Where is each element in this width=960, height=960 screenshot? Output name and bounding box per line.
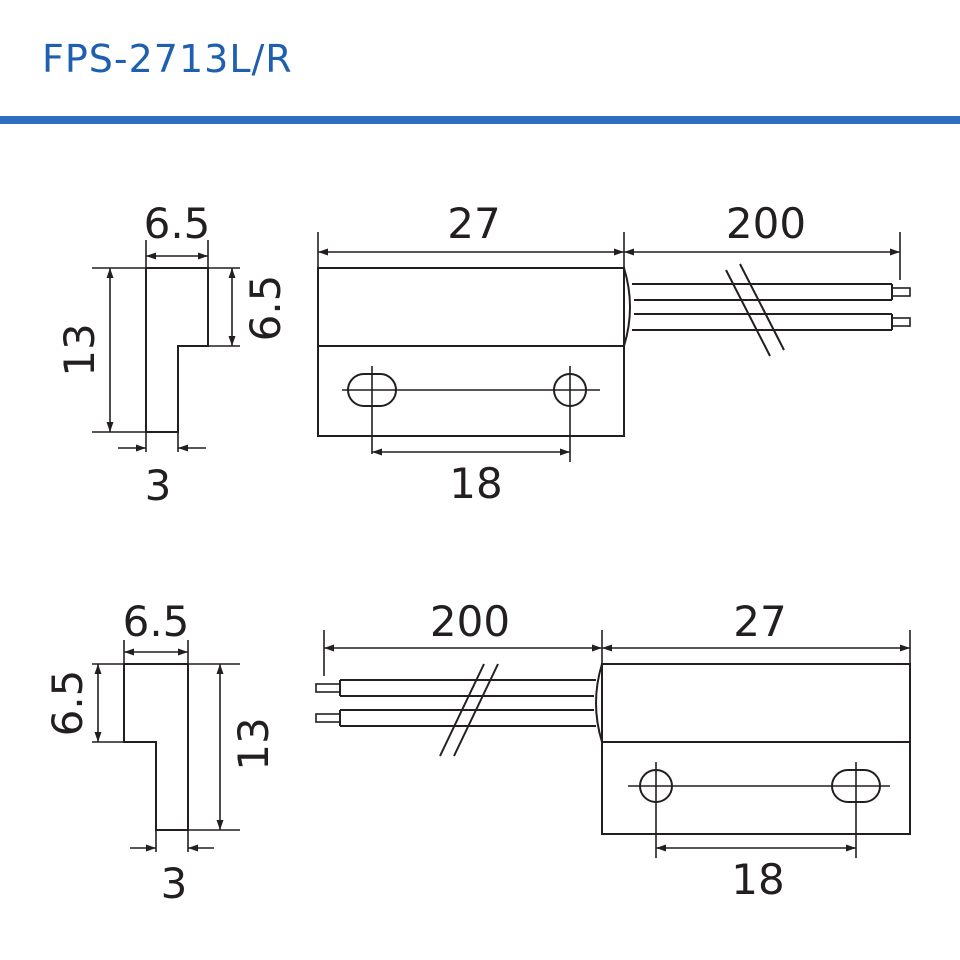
dim-label-hole-spacing: 18: [449, 459, 502, 508]
dim-label-bottom-base-width: 3: [161, 859, 188, 908]
bottom-body-housing: [601, 663, 911, 743]
title-divider: [0, 116, 960, 124]
bottom-mounting-hole-slot: [831, 762, 881, 858]
bottom-profile-outline: [123, 663, 189, 831]
dim-label-bottom-step-height: 6.5: [43, 670, 92, 737]
dim-label-top-width: 6.5: [144, 199, 211, 248]
dim-label-bottom-top-width: 6.5: [123, 597, 190, 646]
top-profile-outline: [145, 267, 209, 433]
bottom-lead-break-mark: [439, 663, 485, 757]
dim-label-lead-length: 200: [726, 199, 806, 248]
dim-label-bottom-body-length: 27: [733, 597, 786, 646]
dim-label-base-width: 3: [145, 461, 172, 510]
bottom-profile-view: 6.5 6.5 13 3: [43, 597, 278, 908]
page-title: FPS-2713L/R: [42, 37, 293, 81]
top-body-cap: [623, 267, 631, 347]
top-profile-view: 6.5 13 6.5 3: [55, 199, 290, 510]
top-body-flange: [317, 345, 625, 437]
bottom-body-flange: [601, 741, 911, 835]
bottom-body-cap: [595, 663, 603, 743]
dim-label-total-height: 13: [55, 323, 104, 376]
top-mounting-hole-slot: [347, 366, 397, 454]
dim-label-bottom-lead-length: 200: [430, 597, 510, 646]
top-mounting-hole-round: [553, 366, 587, 462]
top-lead-break-mark: [725, 269, 771, 357]
top-body-housing: [317, 267, 625, 347]
dim-label-step-height: 6.5: [241, 275, 290, 342]
bottom-lead-wires: [315, 663, 596, 757]
dim-label-body-length: 27: [447, 199, 500, 248]
top-lead-wires: [632, 263, 911, 357]
dim-label-bottom-total-height: 13: [229, 717, 278, 770]
dim-label-bottom-hole-spacing: 18: [731, 855, 784, 904]
top-body-view: 27 200 18: [317, 199, 911, 508]
bottom-body-view: 200 27 18: [315, 597, 911, 904]
bottom-mounting-hole-round: [639, 762, 673, 858]
